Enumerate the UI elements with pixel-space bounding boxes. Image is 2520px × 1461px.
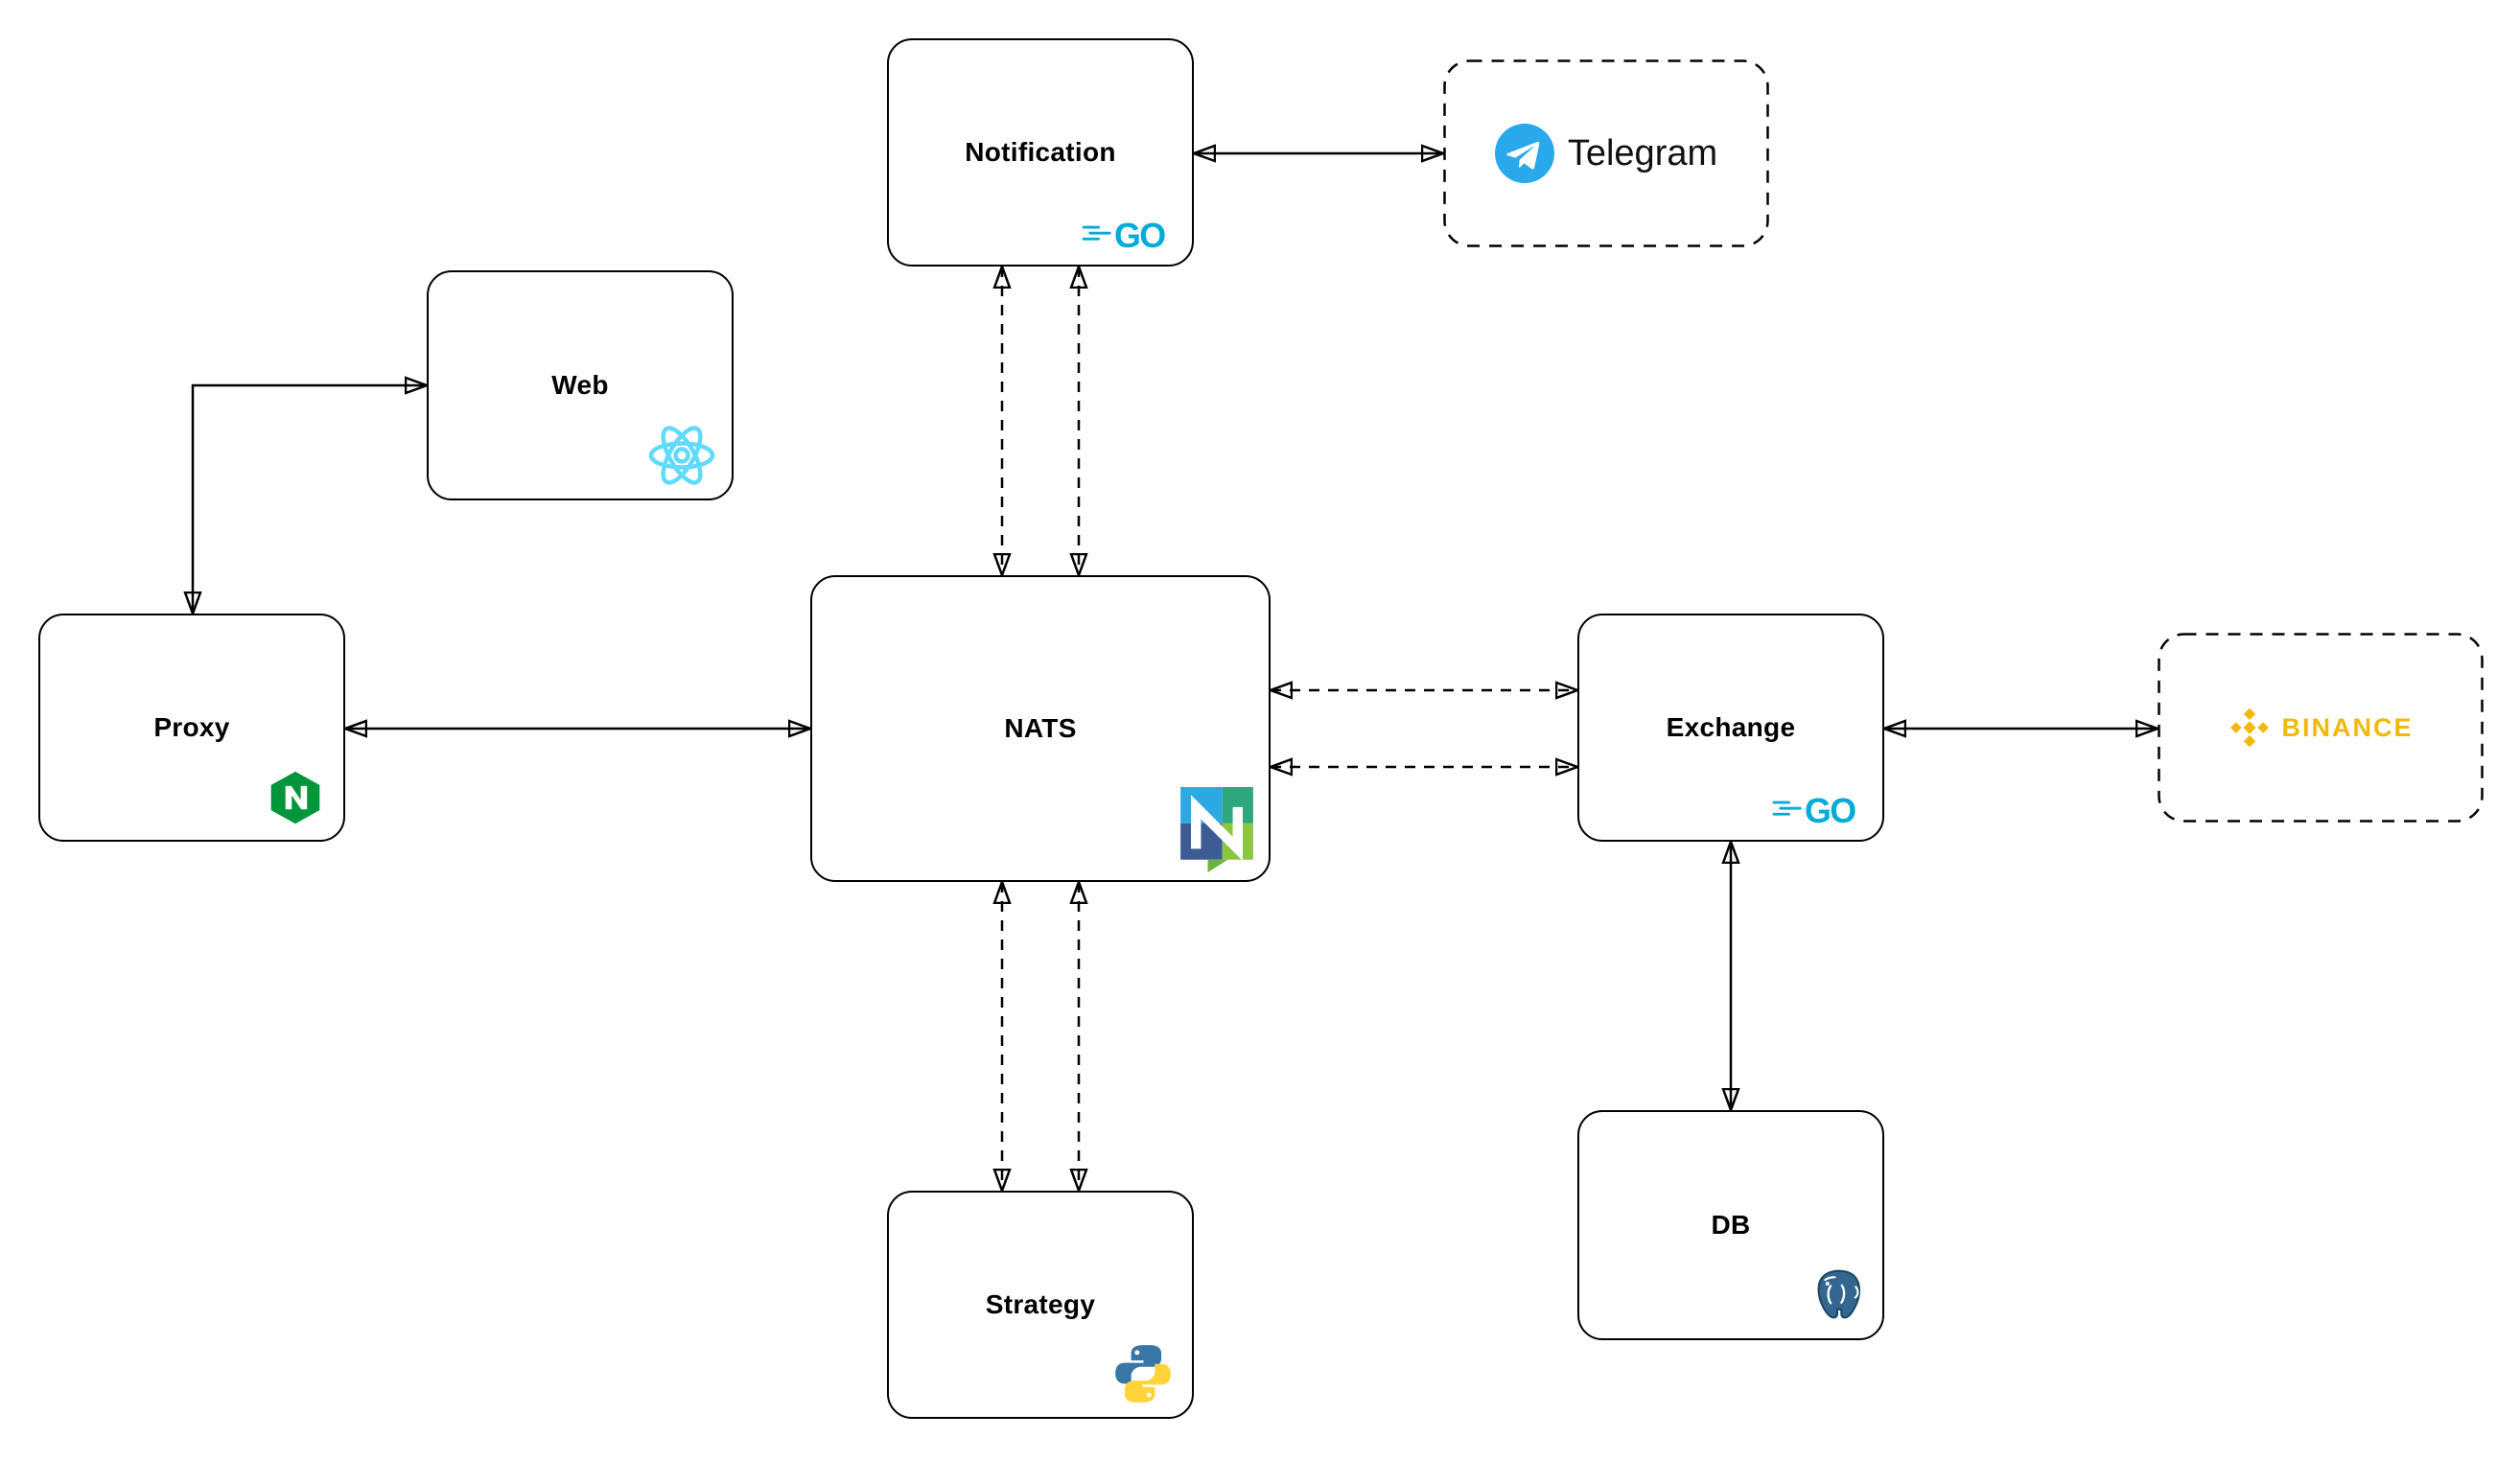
- node-label: Telegram: [1567, 132, 1718, 174]
- node-label: BINANCE: [2281, 712, 2414, 742]
- node-label: Proxy: [153, 712, 230, 742]
- svg-text:GO: GO: [1114, 217, 1165, 253]
- node-label: Strategy: [985, 1289, 1096, 1319]
- go-icon: GO: [1772, 792, 1857, 828]
- nginx-icon: [270, 771, 320, 824]
- postgresql-icon: [1817, 1269, 1861, 1319]
- react-icon: [648, 426, 715, 485]
- node-strategy: Strategy: [887, 1191, 1194, 1419]
- python-icon: [1115, 1345, 1171, 1403]
- svg-text:GO: GO: [1805, 792, 1855, 828]
- node-binance: BINANCE: [2158, 633, 2484, 823]
- go-icon: GO: [1082, 217, 1167, 253]
- edge-proxy-web: [193, 385, 427, 614]
- node-label: Web: [551, 370, 609, 400]
- node-notification: Notification GO: [887, 38, 1194, 267]
- node-label: NATS: [1004, 713, 1077, 743]
- node-db: DB: [1577, 1110, 1884, 1340]
- node-label: Notification: [965, 137, 1116, 167]
- nats-icon: [1180, 787, 1253, 872]
- node-web: Web: [427, 270, 734, 500]
- binance-icon: [2230, 707, 2270, 748]
- dashed-border: [1443, 59, 1769, 247]
- telegram-icon: [1494, 124, 1554, 183]
- node-label: Exchange: [1666, 712, 1796, 742]
- node-exchange: Exchange GO: [1577, 614, 1884, 842]
- node-proxy: Proxy: [38, 614, 345, 842]
- dashed-border: [2158, 633, 2484, 823]
- node-label: DB: [1711, 1210, 1751, 1240]
- node-nats: NATS: [810, 575, 1271, 882]
- node-telegram: Telegram: [1443, 59, 1769, 247]
